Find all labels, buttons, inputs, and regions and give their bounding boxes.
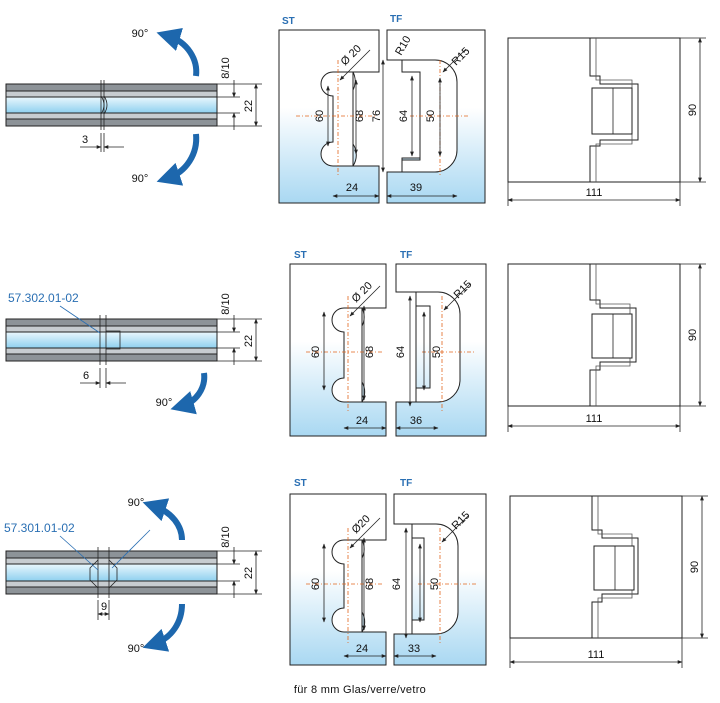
- st-label: ST: [294, 478, 307, 489]
- hinge-height: 90: [687, 329, 699, 341]
- angle-label-bottom: 90°: [132, 173, 149, 185]
- thickness-label: 8/10: [220, 57, 232, 78]
- height-label: 22: [243, 567, 255, 579]
- side-view-3: 9 8/10 22 57.301.01-02 90° 90°: [4, 497, 262, 655]
- st-height-1: 60: [310, 578, 322, 590]
- tf-height-1: 64: [398, 110, 410, 122]
- mid-height: 76: [371, 110, 383, 122]
- st-height-2: 68: [354, 110, 366, 122]
- tf-label: TF: [400, 478, 412, 489]
- rotation-arrow-up: [156, 27, 200, 77]
- tf-height-2: 50: [425, 110, 437, 122]
- thickness-label: 8/10: [220, 526, 232, 547]
- cutout-view-2: ST TF Ø 20 R15 60 68 64 50 24 36: [289, 250, 487, 437]
- cutout-view-3: ST TF Ø20 R15 60 68 64 50 24 33: [289, 478, 487, 666]
- st-width: 24: [346, 182, 358, 194]
- rotation-arrow-down: [170, 372, 208, 415]
- st-label: ST: [282, 16, 295, 27]
- height-label: 22: [243, 100, 255, 112]
- st-height-2: 68: [364, 346, 376, 358]
- thickness-label: 8/10: [220, 293, 232, 314]
- tf-width: 33: [408, 643, 420, 655]
- angle-label-bottom: 90°: [156, 397, 173, 409]
- row-3: 9 8/10 22 57.301.01-02 90° 90° ST TF: [4, 478, 708, 668]
- rotation-arrow-down: [142, 603, 185, 652]
- rotation-arrow-up: [142, 498, 185, 541]
- side-view-2: 6 8/10 22 57.302.01-02 90°: [5, 291, 262, 415]
- angle-label-top: 90°: [128, 497, 145, 509]
- rotation-arrow-down: [156, 133, 200, 186]
- tf-label: TF: [400, 250, 412, 261]
- hinge-height: 90: [689, 561, 701, 573]
- side-view-1: 3 8/10 22 90° 90°: [5, 27, 262, 186]
- angle-label-bottom: 90°: [128, 643, 145, 655]
- glass-thickness-caption: für 8 mm Glas/verre/vetro: [293, 684, 427, 696]
- angle-label-top: 90°: [132, 28, 149, 40]
- st-height-2: 68: [364, 578, 376, 590]
- row-1: 3 8/10 22 90° 90° ST TF: [5, 14, 706, 206]
- tf-height-2: 50: [431, 346, 443, 358]
- hinge-view-2: 111 90: [507, 263, 706, 432]
- hinge-width: 111: [586, 413, 603, 425]
- st-height-1: 60: [310, 346, 322, 358]
- hinge-view-1: 111 90: [507, 37, 706, 206]
- row-2: 6 8/10 22 57.302.01-02 90° ST TF: [5, 250, 706, 437]
- height-label: 22: [243, 335, 255, 347]
- tf-width: 39: [410, 182, 422, 194]
- tf-height-1: 64: [391, 578, 403, 590]
- gap-label: 6: [83, 370, 89, 382]
- tf-height-2: 50: [429, 578, 441, 590]
- gap-label: 9: [101, 601, 107, 613]
- hinge-width: 111: [586, 187, 603, 199]
- st-width: 24: [356, 415, 368, 427]
- tf-label: TF: [390, 14, 402, 25]
- hinge-width: 111: [588, 649, 605, 661]
- part-number: 57.301.01-02: [4, 521, 75, 535]
- tf-height-1: 64: [395, 346, 407, 358]
- part-number: 57.302.01-02: [8, 291, 79, 305]
- st-label: ST: [294, 250, 307, 261]
- st-height-1: 60: [314, 110, 326, 122]
- hinge-view-3: 111 90: [509, 495, 708, 668]
- st-width: 24: [356, 643, 368, 655]
- cutout-view-1: ST TF Ø 20 R10 R15 60 68 76 64 50: [278, 14, 486, 204]
- tf-width: 36: [410, 415, 422, 427]
- gap-label: 3: [82, 134, 88, 146]
- hinge-height: 90: [687, 104, 699, 116]
